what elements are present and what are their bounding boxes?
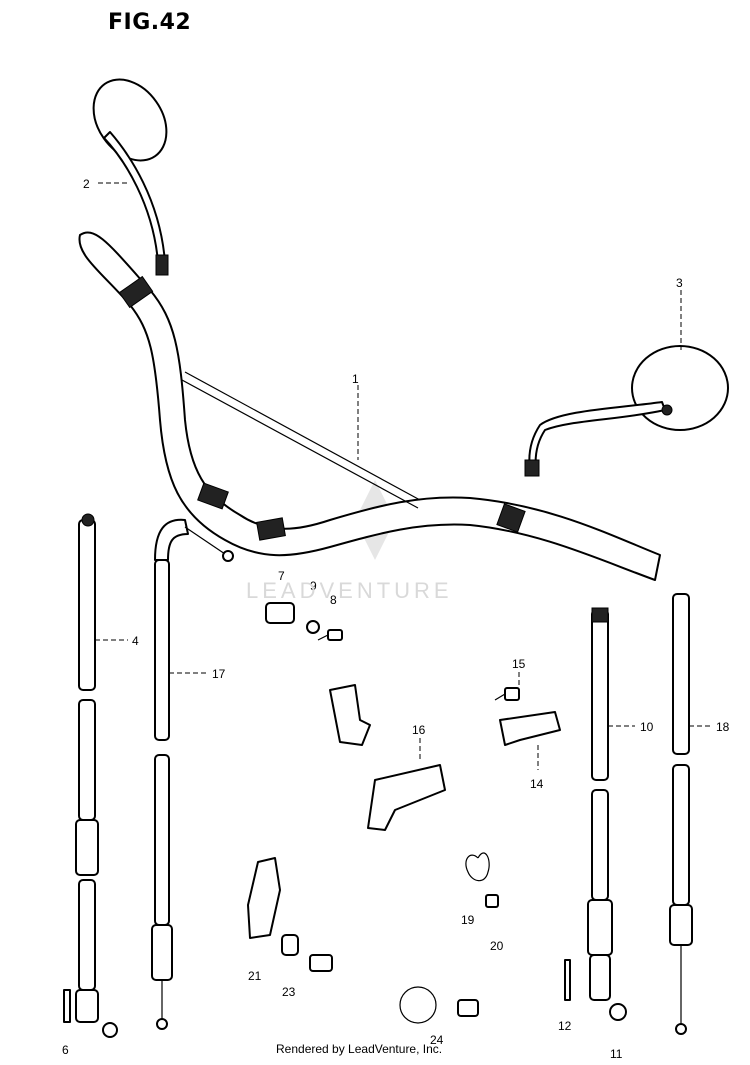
- handlebar: [78, 231, 661, 581]
- guide-21: [247, 857, 281, 939]
- bracket-14: [499, 711, 561, 746]
- cable-17: [151, 518, 234, 1030]
- nut-11: [609, 1003, 627, 1021]
- bracket-13: [329, 684, 371, 746]
- cable-18: [669, 593, 693, 1035]
- callout-1: 1: [352, 372, 359, 386]
- ring-24: [399, 986, 437, 1024]
- washer-9: [306, 620, 320, 634]
- collar-23: [281, 934, 299, 956]
- callout-2: 2: [83, 177, 90, 191]
- callout-24: 24: [430, 1033, 444, 1047]
- mirror-left: [92, 78, 169, 276]
- screw-8: [317, 629, 343, 641]
- callout-10: 10: [640, 720, 654, 734]
- callout-19: 19: [461, 913, 475, 927]
- callout-17: 17: [212, 667, 226, 681]
- callout-3: 3: [676, 276, 683, 290]
- pin-6: [63, 989, 71, 1023]
- clamp-7: [265, 602, 295, 624]
- clip-19: [465, 852, 490, 882]
- bracket-16: [367, 764, 446, 831]
- footer-credit: Rendered by LeadVenture, Inc.: [276, 1042, 443, 1056]
- callout-4: 4: [132, 634, 139, 648]
- cable-10: [587, 607, 613, 1001]
- callout-11: 11: [610, 1047, 623, 1060]
- callout-6: 6: [62, 1043, 69, 1057]
- callout-9: 9: [310, 579, 317, 593]
- callout-18: 18: [716, 720, 730, 734]
- callout-14: 14: [530, 777, 544, 791]
- nut-5: [102, 1022, 118, 1038]
- callout-7: 7: [278, 569, 285, 583]
- callout-20: 20: [490, 939, 504, 953]
- callout-23: 23: [282, 985, 296, 999]
- leader-lines: [95, 182, 712, 770]
- screw-15: [494, 687, 520, 701]
- callout-12: 12: [558, 1019, 572, 1033]
- screw-20: [485, 894, 499, 908]
- figure-title: FIG.42: [108, 10, 192, 35]
- bolt-22: [309, 954, 333, 972]
- callout-8: 8: [330, 593, 337, 607]
- pin-12: [564, 959, 571, 1001]
- watermark-text: LEADVENTURE: [246, 578, 453, 603]
- callout-16: 16: [412, 723, 426, 737]
- callout-21: 21: [248, 969, 262, 983]
- cable-4: [75, 513, 99, 1023]
- callout-15: 15: [512, 657, 526, 671]
- bolt-25: [457, 999, 479, 1017]
- mirror-right: [524, 345, 729, 477]
